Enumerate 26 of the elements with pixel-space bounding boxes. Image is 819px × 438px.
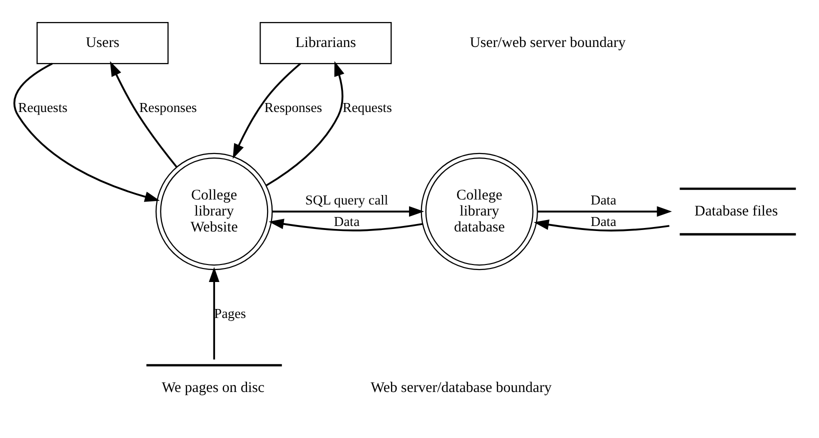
arrow: [265, 60, 344, 186]
node-text: Database files: [694, 202, 778, 219]
node-text: We pages on disc: [161, 379, 264, 396]
label: User/web server boundary: [469, 34, 626, 50]
edge-label: Data: [590, 192, 616, 207]
edge-label: Data: [333, 213, 360, 228]
arrow: [232, 62, 301, 158]
edge-label: Pages: [214, 306, 246, 321]
arrow: [537, 206, 672, 216]
edge-label: SQL query call: [304, 192, 388, 207]
node-box: Users: [36, 21, 168, 64]
arrow: [268, 218, 422, 231]
edge-label: Requests: [342, 100, 392, 115]
edge-label: Requests: [18, 100, 67, 115]
node-circle: College library Website: [155, 152, 272, 270]
node-circle: College library database: [420, 152, 538, 270]
node-box: Librarians: [259, 21, 392, 64]
edge-label: Responses: [138, 100, 196, 115]
edge-label: Responses: [264, 100, 322, 115]
arrow: [109, 60, 177, 168]
arrow: [13, 62, 160, 202]
arrow: [272, 206, 424, 216]
arrow: [208, 266, 219, 359]
arrow: [533, 218, 669, 231]
label: Web server/database boundary: [370, 379, 552, 396]
edge-label: Data: [590, 213, 616, 228]
